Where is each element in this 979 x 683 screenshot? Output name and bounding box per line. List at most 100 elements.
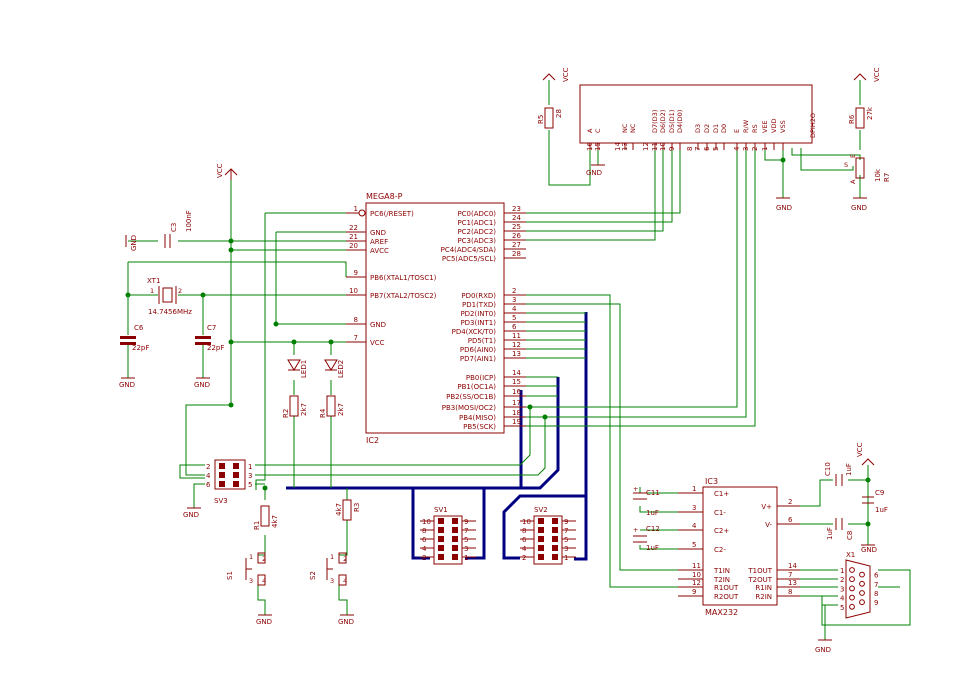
header-pin-number: 4 (422, 545, 427, 553)
header-pin-number: 9 (464, 518, 468, 526)
svg-text:R6: R6 (848, 114, 856, 124)
svg-text:R5: R5 (537, 115, 545, 124)
header-pin-number: 6 (206, 481, 211, 489)
db9-pin-number: 8 (874, 590, 878, 598)
gnd-symbol: GND (256, 614, 272, 626)
header-pin-number: 8 (522, 527, 526, 535)
ic2-pin-label: PC0(ADC0) (457, 210, 496, 218)
svg-text:3: 3 (249, 577, 253, 585)
svg-text:3: 3 (330, 577, 334, 585)
header-pin (538, 518, 544, 524)
svg-text:GND: GND (119, 381, 135, 389)
header-pin-number: 9 (564, 518, 568, 526)
svg-text:GND: GND (130, 235, 138, 251)
svg-text:SV3: SV3 (214, 497, 228, 505)
ic2-pin-label: AREF (370, 238, 388, 246)
svg-text:A: A (849, 179, 857, 184)
ic3-pin-number: 7 (788, 571, 792, 579)
lcd-pin-number: 11 (651, 142, 659, 151)
header-pin-number: 10 (522, 518, 531, 526)
lcd-pin-label: VSS (779, 120, 787, 133)
ic2-pin-number: 11 (512, 332, 521, 340)
junction-dots (125, 157, 871, 527)
svg-text:E: E (849, 154, 857, 158)
svg-text:C8: C8 (846, 531, 854, 540)
ic2-pin-label: PC6(/RESET) (370, 210, 414, 218)
xt1-crystal: XT1 1 2 14.7456MHz (147, 277, 192, 316)
svg-text:4: 4 (343, 577, 347, 585)
svg-text:22pF: 22pF (207, 344, 224, 352)
svg-text:GND: GND (776, 204, 792, 212)
header-pin (552, 527, 558, 533)
ic2-pin-number: 8 (354, 316, 358, 324)
svg-text:GND: GND (586, 169, 602, 177)
db9-pin (849, 567, 855, 573)
ic2-pin-number: 28 (512, 250, 521, 258)
ic3-max232: IC3 MAX232 1C1+3C1-4C2+5C2-11T1IN10T2IN1… (678, 477, 800, 617)
svg-text:C7: C7 (207, 324, 216, 332)
ic3-pin-label: V+ (761, 503, 772, 511)
header-pin (219, 472, 225, 478)
c11-capacitor: + C11 1uF (633, 485, 660, 517)
ic2-pin-label: PD7(AIN1) (460, 355, 496, 363)
svg-text:1uF: 1uF (826, 527, 834, 540)
svg-text:1: 1 (249, 553, 253, 561)
vcc-symbol: VCC (542, 67, 570, 82)
db9-pin-number: 9 (874, 599, 878, 607)
db9-pin (849, 585, 855, 592)
db9-pin-number: 2 (840, 576, 844, 584)
gnd-symbol: GND (338, 614, 354, 626)
ic2-pin-label: PB1(OC1A) (457, 383, 496, 391)
db9-pin (859, 580, 865, 587)
svg-text:S: S (844, 161, 848, 169)
lcd-pin-label: D3 (694, 124, 702, 133)
header-pin (552, 518, 558, 524)
gnd-symbol: GND (586, 164, 605, 177)
header-pin-number: 3 (564, 545, 568, 553)
ic3-pin-number: 10 (692, 571, 701, 579)
ic2-pin-number: 25 (512, 223, 521, 231)
svg-text:2k7: 2k7 (300, 403, 308, 416)
ic2-pin-number: 19 (512, 418, 521, 426)
header-pin-number: 5 (464, 536, 468, 544)
c8-capacitor: C8 1uF (826, 518, 854, 540)
c3-capacitor: C3 100nF (164, 210, 193, 248)
svg-text:GND: GND (194, 381, 210, 389)
header-pin (219, 481, 225, 487)
gnd-symbol: GND (851, 197, 867, 212)
db9-pin-number: 3 (840, 585, 844, 593)
lcd-pin-label: D4(D0) (676, 110, 684, 133)
c7-capacitor: C7 22pF (195, 324, 224, 352)
svg-text:SV2: SV2 (534, 506, 548, 514)
svg-text:2: 2 (178, 287, 182, 295)
header-pin-number: 5 (564, 536, 568, 544)
lcd-pin-label: D7(D3) (651, 110, 659, 133)
ic3-pin-label: V- (765, 521, 772, 529)
svg-text:R7: R7 (883, 173, 891, 182)
ic3-pin-number: 2 (788, 498, 792, 506)
ic3-pin-number: 11 (692, 562, 701, 570)
lcd-pin-label: A (586, 128, 594, 133)
ic2-pin-label: PB4(MISO) (459, 414, 496, 422)
header-pin-number: 3 (464, 545, 468, 553)
svg-text:VCC: VCC (562, 67, 570, 82)
gnd-symbol: GND (183, 507, 201, 519)
vcc-symbol: VCC (853, 67, 881, 82)
ic2-pin-label: PB2(SS/OC1B) (446, 393, 496, 401)
r7-potentiometer: S E A 10k R7 (844, 154, 891, 184)
svg-text:4k7: 4k7 (271, 515, 279, 528)
c10-capacitor: C10 1uF (824, 462, 853, 486)
lcd-pin-label: NC (621, 123, 629, 133)
ic3-pin-number: 9 (692, 588, 696, 596)
svg-text:22pF: 22pF (132, 344, 149, 352)
ic2-pin-label: PD4(XCK/T0) (452, 328, 497, 336)
header-pin (552, 545, 558, 551)
ic3-pin-label: C1+ (714, 490, 729, 498)
lcd-pin-label: VEE (761, 120, 769, 133)
svg-text:R1: R1 (253, 521, 261, 530)
lcd-pin-label: C (594, 128, 602, 133)
header-pin (452, 554, 458, 560)
ic3-pin-number: 4 (692, 522, 697, 530)
